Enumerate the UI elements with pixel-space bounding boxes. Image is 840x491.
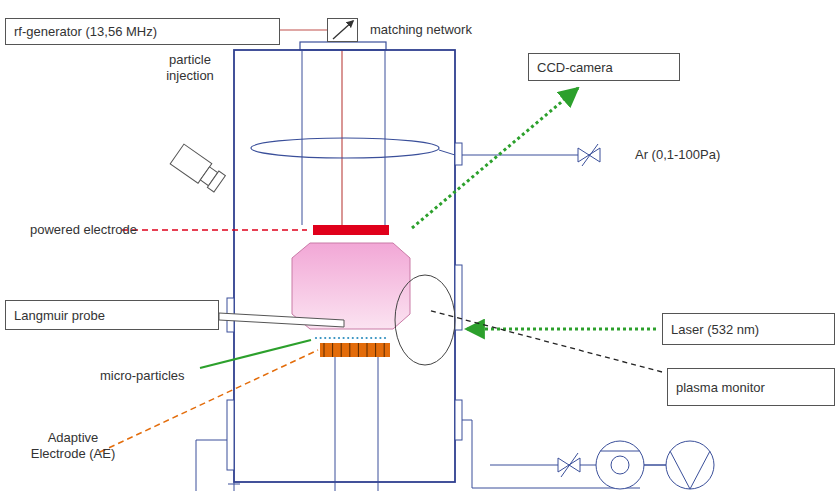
matching-box xyxy=(328,19,358,42)
part-label: particle injection xyxy=(150,52,230,83)
ground-wire xyxy=(234,482,235,491)
pump-mark xyxy=(690,451,710,489)
camera-box: CCD-camera xyxy=(528,53,680,81)
part-label: powered electrode xyxy=(30,222,137,238)
micro-particle xyxy=(361,337,363,339)
injector-flange xyxy=(207,171,225,192)
micro-particle xyxy=(370,337,372,339)
generator-box: rf-generator (13,56 MHz) xyxy=(5,18,280,45)
micro-particle xyxy=(375,337,377,339)
pump-pipe xyxy=(644,465,666,466)
micro-particle xyxy=(333,337,335,339)
ground-wire xyxy=(196,440,227,441)
particle-cloud xyxy=(315,337,386,339)
turbo-pump xyxy=(596,441,644,489)
micro-particle xyxy=(338,337,340,339)
pump-mark xyxy=(600,451,640,452)
micro-particle xyxy=(315,337,317,339)
micro-particle xyxy=(347,337,349,339)
gas-pipe xyxy=(439,150,455,155)
powered-electrode xyxy=(313,225,389,235)
node-label: Laser (532 nm) xyxy=(671,322,826,337)
segment-gap xyxy=(349,343,350,357)
part-label: Adaptive Electrode (AE) xyxy=(28,430,118,461)
micro-particle xyxy=(356,337,358,339)
flange xyxy=(227,400,234,470)
micro-particle xyxy=(366,337,368,339)
micro-particle xyxy=(352,337,354,339)
node-label: plasma monitor xyxy=(676,380,826,395)
top-flange xyxy=(300,42,386,50)
valve-adjust xyxy=(582,144,598,166)
flange xyxy=(455,143,462,165)
node-label: CCD-camera xyxy=(537,60,671,75)
electrode-tube xyxy=(385,50,386,225)
electrode-tube xyxy=(335,357,336,491)
gas-valve xyxy=(578,148,600,162)
segment-gap xyxy=(332,343,333,357)
particle-injector xyxy=(170,144,226,193)
micro-particle xyxy=(379,337,381,339)
leader-line xyxy=(100,350,318,452)
micro-particle xyxy=(329,337,331,339)
electrode-tube xyxy=(378,357,379,491)
micro-particle xyxy=(324,337,326,339)
segment-gap xyxy=(341,343,342,357)
tuning-arrow xyxy=(333,21,353,39)
camera-view xyxy=(412,88,578,228)
monitor-box: plasma monitor xyxy=(667,368,835,406)
flange xyxy=(455,265,462,330)
micro-particle xyxy=(343,337,345,339)
plasma-glow xyxy=(292,243,410,329)
segment-gap xyxy=(367,343,368,357)
segment-gap xyxy=(384,343,385,357)
flange xyxy=(455,400,462,440)
gas-ring xyxy=(251,138,439,158)
observation-window xyxy=(395,275,455,365)
pump-pipe xyxy=(462,420,472,421)
micro-particle xyxy=(384,337,386,339)
ground-symbol xyxy=(228,484,240,485)
electrode-segments xyxy=(324,343,384,357)
pump-mark xyxy=(670,451,690,489)
leader-line xyxy=(122,229,307,231)
node-label: matching network xyxy=(370,22,472,37)
turbo-rotor xyxy=(611,456,629,474)
part-label: micro-particles xyxy=(100,368,185,384)
valve-adjust xyxy=(561,453,578,477)
rf-feed-line xyxy=(341,42,342,225)
node-label: Langmuir probe xyxy=(14,308,210,323)
leader-line xyxy=(200,340,311,368)
vacuum-chamber xyxy=(234,50,455,482)
gas-label: Ar (0,1-100Pa) xyxy=(635,147,720,163)
node-label: rf-generator (13,56 MHz) xyxy=(14,24,271,39)
leader-line xyxy=(428,310,662,372)
segment-gap xyxy=(358,343,359,357)
electrode-tube xyxy=(302,50,303,225)
matching-network: matching network xyxy=(327,18,358,42)
rf-cable xyxy=(280,29,327,30)
segment-gap xyxy=(324,343,325,357)
ground-wire xyxy=(196,440,197,491)
fore-pump xyxy=(666,441,714,489)
adaptive-electrode xyxy=(320,343,390,357)
matching-box-outline xyxy=(327,18,358,42)
probe-box: Langmuir probe xyxy=(5,300,219,330)
segment-gap xyxy=(375,343,376,357)
langmuir-probe-rod xyxy=(219,313,344,327)
pump-pipe xyxy=(472,420,473,488)
laser-box: Laser (532 nm) xyxy=(662,313,835,345)
micro-particle xyxy=(320,337,322,339)
